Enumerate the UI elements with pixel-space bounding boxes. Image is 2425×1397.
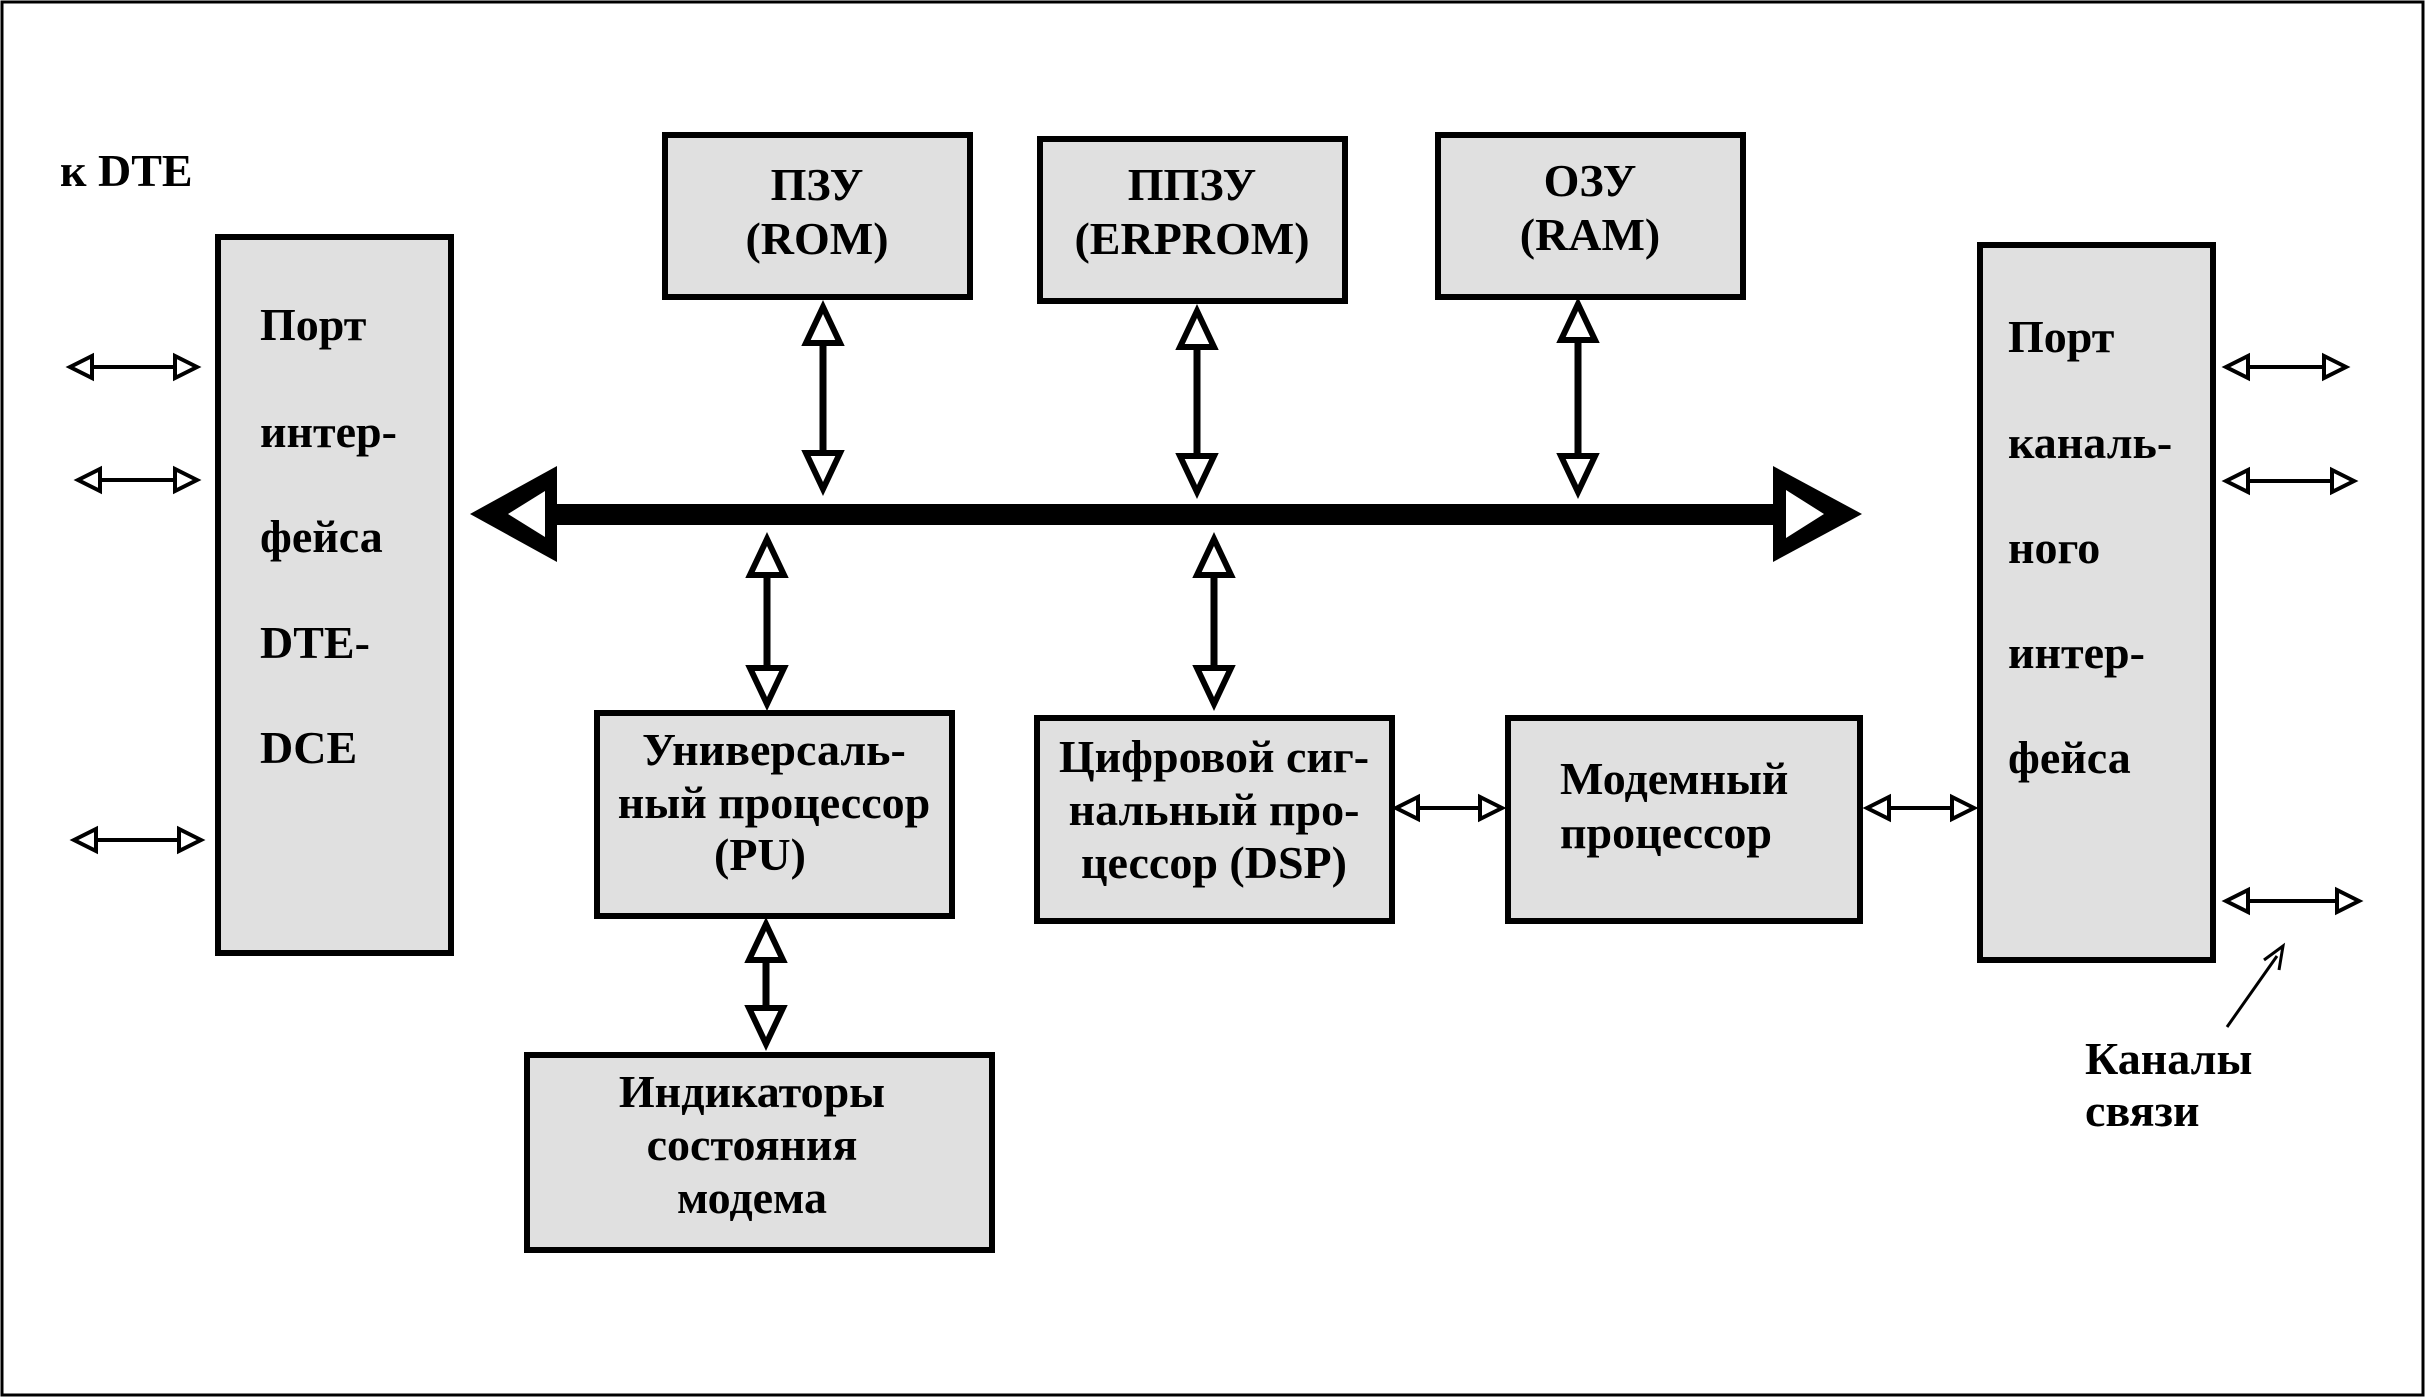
ram-line-1: ОЗУ bbox=[1544, 155, 1637, 206]
to-dte-label: к DTE bbox=[60, 145, 193, 196]
rom-block: ПЗУ (ROM) bbox=[662, 132, 973, 300]
dte-port-line-5: DCE bbox=[260, 722, 357, 773]
dte-port-line-2: интер- bbox=[260, 406, 397, 457]
pu-block: Универсаль- ный процессор (PU) bbox=[594, 710, 955, 919]
dte-port-block: Порт интер- фейса DTE- DCE bbox=[215, 234, 454, 956]
rom-line-2: (ROM) bbox=[745, 213, 888, 264]
rom-line-1: ПЗУ bbox=[771, 159, 864, 210]
bus-dsp-arrow bbox=[1192, 531, 1236, 712]
erprom-line-1: ППЗУ bbox=[1128, 159, 1256, 210]
channel-signal-arrow-1 bbox=[2221, 352, 2351, 382]
pu-indicators-arrow bbox=[744, 916, 788, 1052]
dte-signal-arrow-2 bbox=[73, 465, 202, 495]
channel-port-block: Порт каналь- ного интер- фейса bbox=[1977, 242, 2216, 963]
pu-line-1: Универсаль- bbox=[642, 724, 906, 775]
dsp-line-3: цессор (DSP) bbox=[1081, 837, 1347, 888]
dte-port-line-1: Порт bbox=[260, 299, 367, 350]
channel-signal-arrow-3 bbox=[2221, 886, 2364, 916]
modem-channel-arrow bbox=[1862, 793, 1979, 823]
bus-pu-arrow bbox=[745, 531, 789, 712]
channels-label-line-1: Каналы bbox=[2085, 1033, 2252, 1084]
dsp-block: Цифровой сиг- нальный про- цессор (DSP) bbox=[1034, 715, 1395, 924]
erprom-line-2: (ERPROM) bbox=[1074, 213, 1309, 264]
dsp-line-2: нальный про- bbox=[1069, 784, 1360, 835]
erprom-block: ППЗУ (ERPROM) bbox=[1037, 136, 1348, 304]
indicators-block: Индикаторы состояния модема bbox=[524, 1052, 995, 1253]
dte-port-line-3: фейса bbox=[260, 511, 383, 562]
modem-processor-block: Модемный процессор bbox=[1505, 715, 1863, 924]
channel-port-line-3: ного bbox=[2008, 522, 2100, 573]
channels-pointer-arrow bbox=[2225, 942, 2286, 1028]
channel-signal-arrow-2 bbox=[2221, 466, 2359, 496]
pu-line-3: (PU) bbox=[714, 829, 806, 880]
pu-line-2: ный процессор bbox=[618, 777, 930, 828]
dte-signal-arrow-1 bbox=[65, 352, 202, 382]
channels-label-line-2: связи bbox=[2085, 1085, 2200, 1136]
indicators-line-2: состояния bbox=[647, 1119, 858, 1170]
rom-bus-arrow bbox=[801, 299, 845, 497]
channel-port-line-4: интер- bbox=[2008, 627, 2145, 678]
channel-port-line-2: каналь- bbox=[2008, 417, 2172, 468]
channel-port-line-1: Порт bbox=[2008, 311, 2115, 362]
erprom-bus-arrow bbox=[1175, 303, 1219, 500]
dsp-line-1: Цифровой сиг- bbox=[1059, 731, 1369, 782]
ram-line-2: (RAM) bbox=[1520, 209, 1661, 260]
channel-port-line-5: фейса bbox=[2008, 732, 2131, 783]
system-bus bbox=[470, 466, 1862, 562]
modem-processor-line-1: Модемный bbox=[1560, 753, 1788, 804]
dte-port-line-4: DTE- bbox=[260, 617, 370, 668]
dte-signal-arrow-3 bbox=[69, 825, 206, 855]
ram-block: ОЗУ (RAM) bbox=[1435, 132, 1746, 300]
indicators-line-3: модема bbox=[677, 1172, 827, 1223]
dsp-modem-arrow bbox=[1391, 793, 1507, 823]
ram-bus-arrow bbox=[1556, 296, 1600, 500]
modem-processor-line-2: процессор bbox=[1560, 807, 1772, 858]
indicators-line-1: Индикаторы bbox=[619, 1066, 885, 1117]
